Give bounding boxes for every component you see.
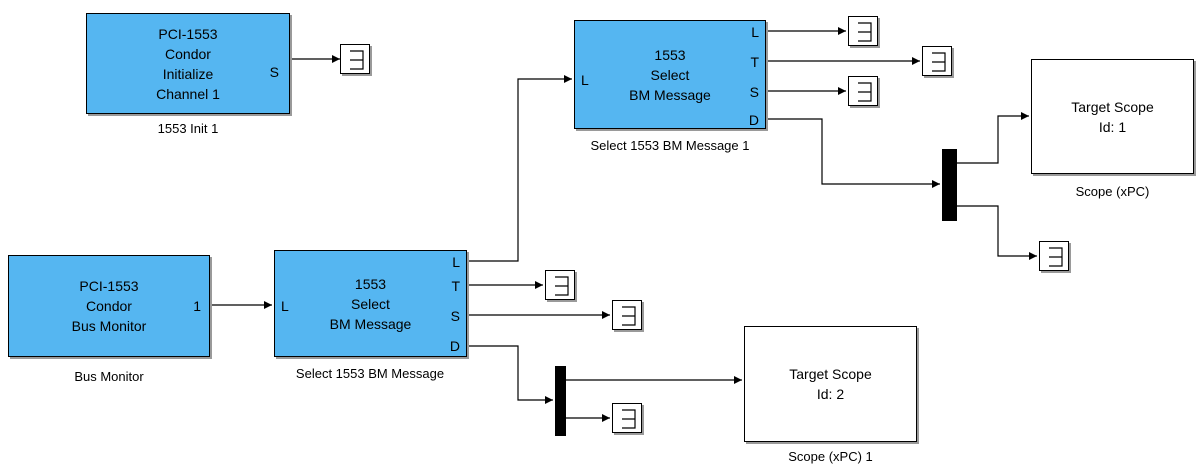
scope-bottom-text: Target Scope Id: 2 [789, 366, 872, 402]
scope-top-text: Target Scope Id: 1 [1071, 98, 1154, 135]
select-bottom-text: 1553 Select BM Message [329, 275, 412, 332]
line-mux-to-term2[interactable] [957, 205, 1037, 260]
bus-monitor-port-out: 1 [193, 298, 201, 314]
select-bottom-port-d: D [449, 338, 460, 354]
select-top-port-s: S [749, 84, 759, 100]
scope-bottom-caption: Scope (xPC) 1 [788, 449, 873, 464]
bus-monitor-caption: Bus Monitor [74, 369, 144, 384]
select-bm-message-block[interactable]: 1553 Select BM Message L L T S D [274, 250, 467, 357]
bus-monitor-block[interactable]: PCI-1553 Condor Bus Monitor 1 [8, 255, 210, 357]
select-top-port-t: T [750, 54, 759, 70]
terminator-icon[interactable] [340, 44, 370, 74]
target-scope-1-block[interactable]: Target Scope Id: 1 [1031, 59, 1194, 174]
scope-top-caption: Scope (xPC) [1075, 184, 1150, 199]
select-top-port-l: L [751, 24, 759, 40]
terminator-icon[interactable] [545, 270, 575, 300]
bus-monitor-text: PCI-1553 Condor Bus Monitor [71, 278, 147, 334]
select-top-text: 1553 Select BM Message [629, 46, 711, 103]
terminator-icon[interactable] [1039, 241, 1069, 271]
mux-bar[interactable] [942, 149, 957, 221]
init-block-caption: 1553 Init 1 [157, 121, 219, 136]
line-select-d-mux[interactable] [467, 345, 553, 404]
terminator-icon[interactable] [612, 403, 642, 433]
select-top-caption: Select 1553 BM Message 1 [590, 138, 750, 153]
select-bottom-caption: Select 1553 BM Message [295, 366, 445, 381]
terminator-icon[interactable] [922, 46, 952, 76]
terminator-icon[interactable] [848, 76, 878, 106]
mux-bar[interactable] [555, 366, 566, 436]
select-bottom-port-l: L [452, 254, 460, 270]
line-mux-to-scope1[interactable] [957, 112, 1029, 164]
select-bottom-port-s: S [450, 308, 460, 324]
pci1553-init-block[interactable]: PCI-1553 Condor Initialize Channel 1 S [86, 13, 290, 114]
line-top-d-mux[interactable] [766, 118, 940, 188]
init-block-text: PCI-1553 Condor Initialize Channel 1 [156, 25, 220, 102]
init-port-s: S [269, 64, 279, 80]
target-scope-2-block[interactable]: Target Scope Id: 2 [744, 326, 917, 442]
line-select-to-select-top[interactable] [467, 75, 572, 262]
terminator-icon[interactable] [612, 300, 642, 330]
select-bottom-port-in: L [281, 298, 289, 314]
terminator-icon[interactable] [848, 16, 878, 46]
select-top-port-in: L [581, 72, 589, 88]
select-bm-message-1-block[interactable]: 1553 Select BM Message L L T S D [574, 20, 766, 129]
select-bottom-port-t: T [451, 278, 460, 294]
select-top-port-d: D [748, 112, 759, 128]
